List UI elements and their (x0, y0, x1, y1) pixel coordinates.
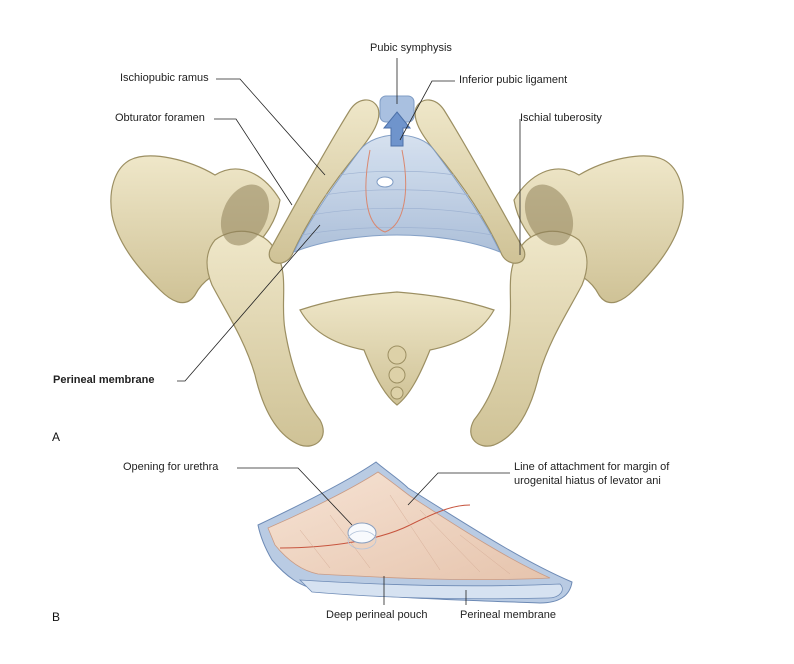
urethral-opening-a (376, 176, 394, 188)
leader-lines-b (237, 467, 510, 605)
urethral-opening-b (347, 522, 377, 544)
membrane-fibers (301, 170, 493, 236)
panel-label-a: A (52, 430, 61, 444)
perineal-membrane-sheet (293, 134, 501, 253)
label-line-of-attachment-1: Line of attachment for margin of (514, 461, 670, 473)
coccyx-segment (390, 386, 404, 400)
left-ischium (206, 230, 324, 447)
pelvis-group (110, 95, 684, 447)
label-deep-perineal-pouch: Deep perineal pouch (326, 609, 428, 621)
label-ischiopubic-ramus: Ischiopubic ramus (120, 72, 209, 84)
label-line-of-attachment-2: urogenital hiatus of levator ani (514, 475, 661, 487)
perineal-pouch-diagram (257, 461, 573, 604)
pouch-fibers (299, 494, 511, 575)
panel-label-b: B (52, 610, 61, 624)
right-ischiopubic-ramus (414, 99, 526, 264)
label-perineal-membrane-b: Perineal membrane (460, 609, 556, 621)
label-perineal-membrane-a: Perineal membrane (53, 374, 155, 386)
left-ischiopubic-ramus (268, 99, 380, 264)
left-obturator-foramen (220, 184, 270, 246)
attachment-line (279, 504, 471, 549)
leader-lines-a (177, 58, 521, 382)
hiatus-outline-a (365, 149, 407, 233)
coccyx-segment (387, 345, 407, 365)
right-ischium (470, 230, 588, 447)
label-inferior-pubic-ligament: Inferior pubic ligament (459, 74, 568, 86)
right-obturator-foramen (524, 184, 574, 246)
label-opening-for-urethra: Opening for urethra (123, 461, 219, 473)
label-obturator-foramen: Obturator foramen (115, 112, 205, 124)
perineal-membrane-layer (298, 579, 563, 600)
coccyx-segment (388, 366, 406, 384)
label-ischial-tuberosity: Ischial tuberosity (520, 112, 602, 124)
label-pubic-symphysis: Pubic symphysis (370, 42, 452, 54)
up-arrow-icon (382, 111, 412, 147)
